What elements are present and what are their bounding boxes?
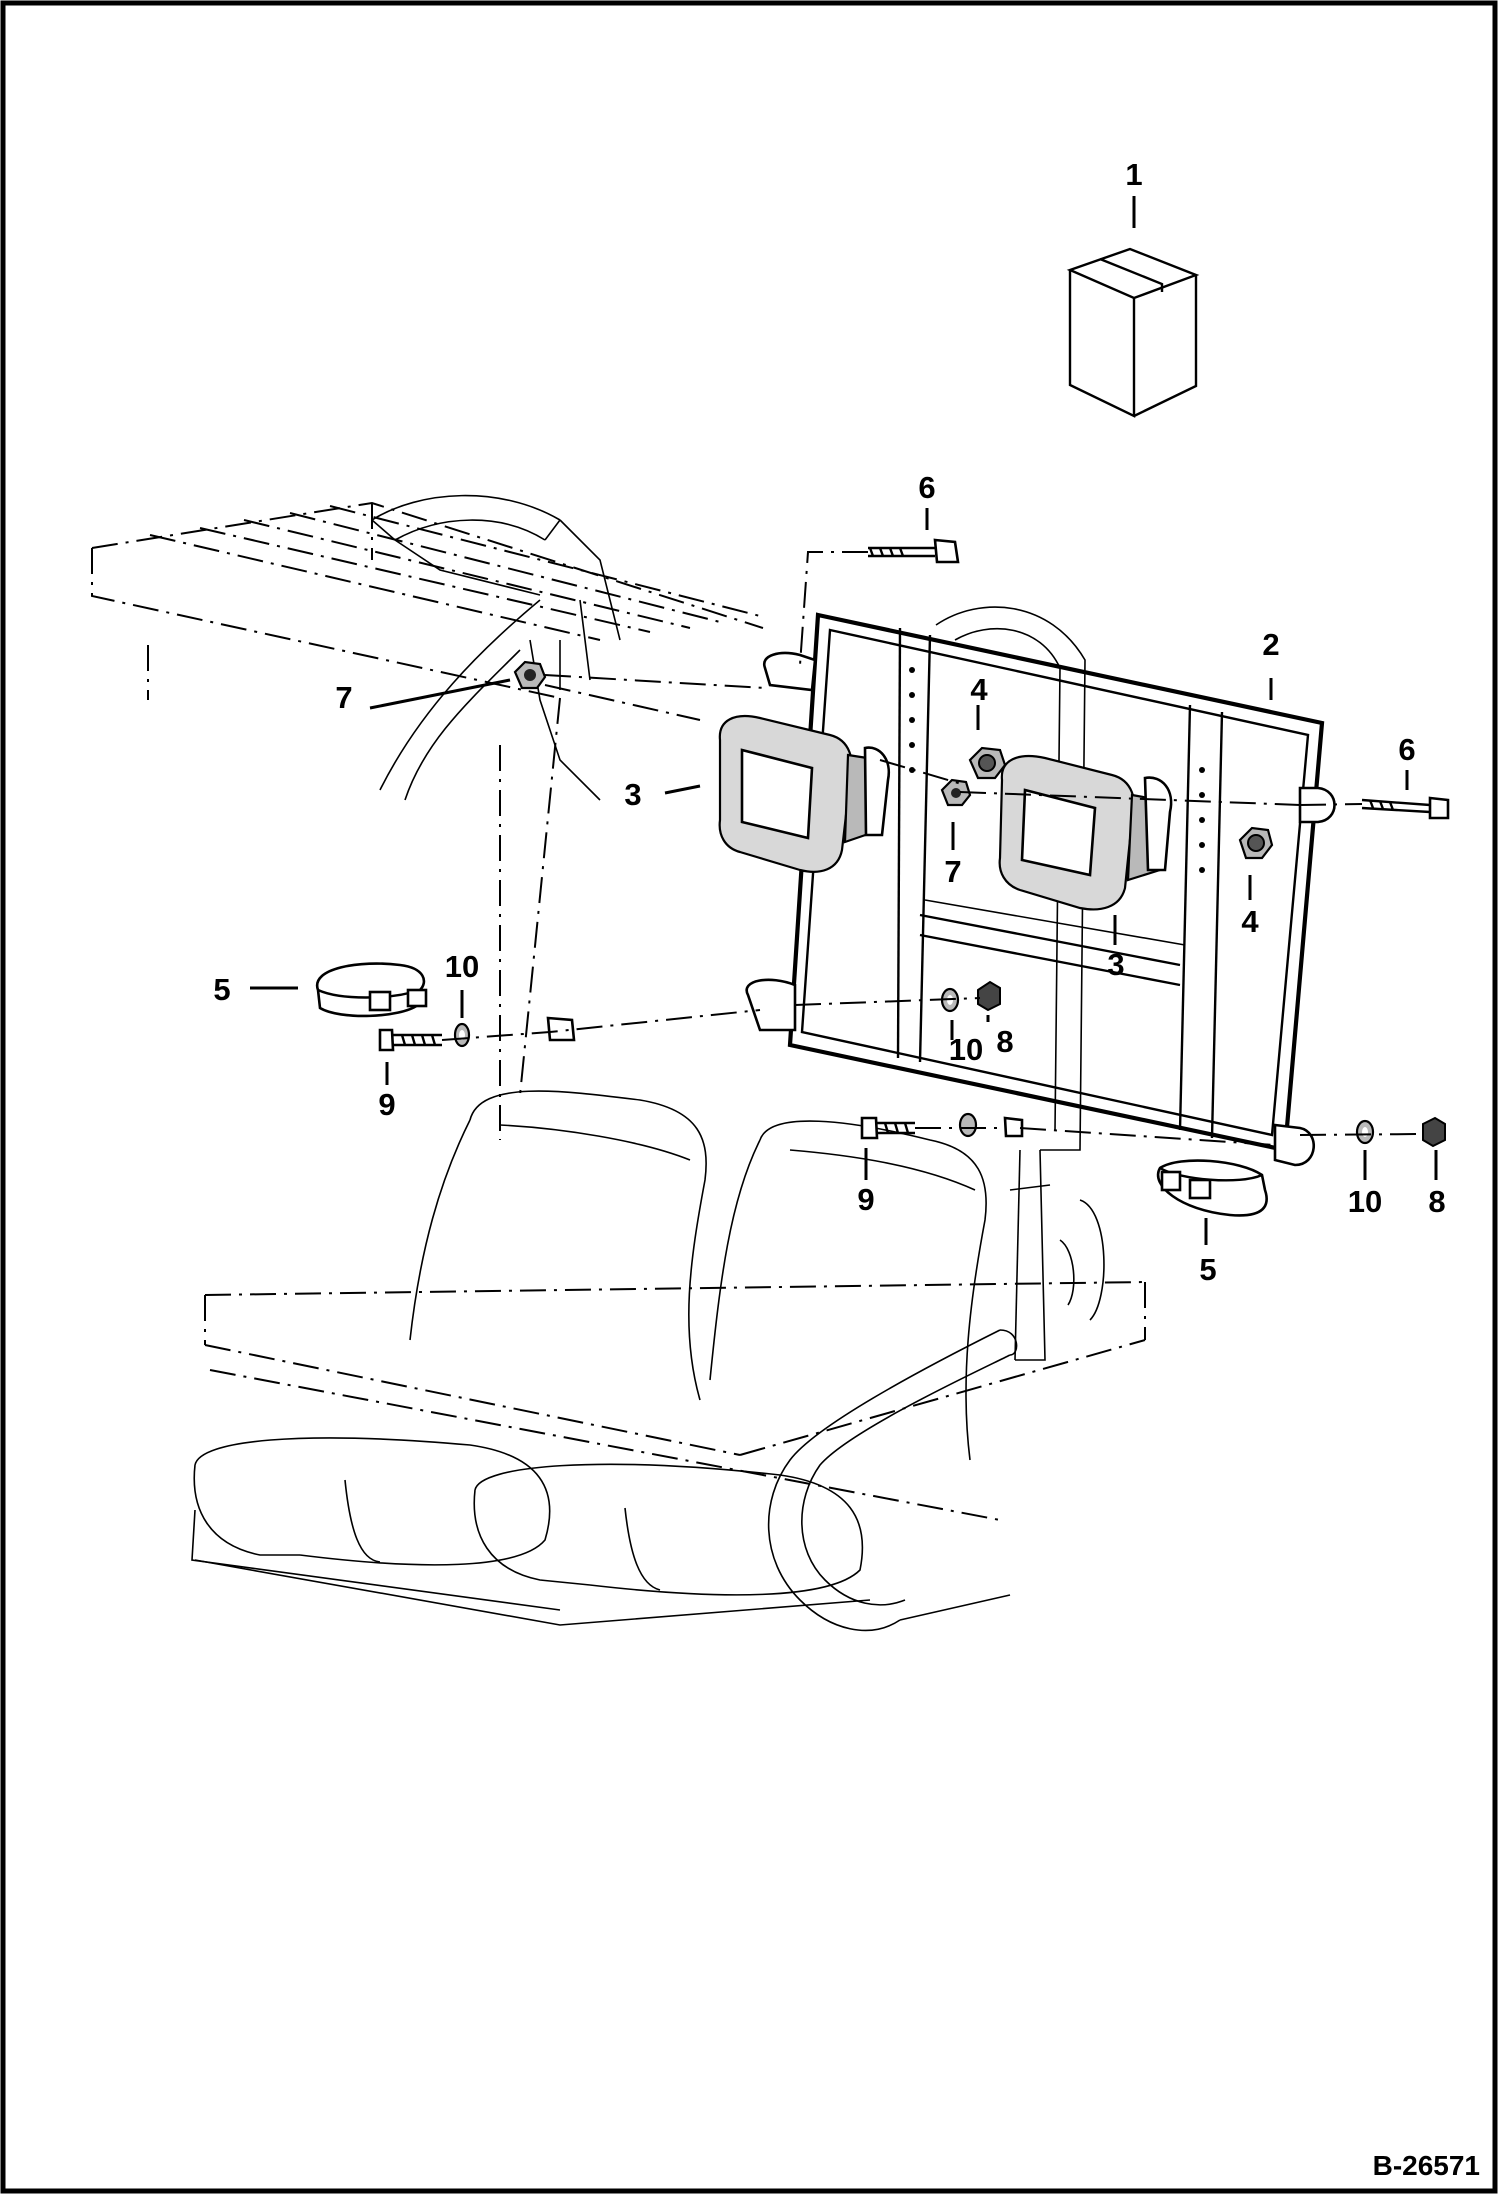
callout-panel: 2 — [1262, 627, 1279, 662]
nut-right — [1422, 1116, 1446, 1148]
callout-washer-left: 10 — [445, 949, 479, 984]
washer-extra — [958, 1112, 978, 1138]
panel-slots — [909, 667, 1205, 873]
callout-nut-right: 8 — [1428, 1184, 1445, 1219]
callout-clamp-left: 5 — [213, 972, 230, 1007]
knob-upper — [968, 746, 1007, 780]
bolt-center — [860, 1116, 915, 1140]
callout-knob-upper: 4 — [970, 672, 988, 707]
callout-washer-mid: 10 — [949, 1032, 983, 1067]
callout-washer-right: 10 — [1348, 1184, 1382, 1219]
bolt-right — [1361, 796, 1450, 820]
figure-id: B-26571 — [1373, 2150, 1480, 2181]
callout-nut-center: 7 — [944, 854, 961, 889]
assembly-lines — [441, 551, 1424, 1146]
callout-bolt-right: 6 — [1398, 732, 1415, 767]
callout-nut-mid: 8 — [996, 1024, 1013, 1059]
washer-left — [453, 1022, 471, 1048]
bolt-top — [868, 538, 960, 564]
callout-bolt-left: 9 — [378, 1087, 395, 1122]
clamp-left — [315, 962, 428, 1018]
callout-clamp-right: 5 — [1199, 1252, 1216, 1287]
seats — [191, 1090, 1105, 1632]
clamp-right — [1156, 1159, 1268, 1217]
callout-kit: 1 — [1125, 157, 1142, 192]
callout-light-right: 3 — [1107, 947, 1124, 982]
callout-knob-right: 4 — [1241, 904, 1259, 939]
panel-tab-bottom-right — [1273, 1123, 1316, 1167]
light-panel — [745, 612, 1336, 1167]
callout-bolt-center: 9 — [857, 1182, 874, 1217]
kit-box — [1066, 247, 1200, 418]
callout-light-left: 3 — [624, 777, 641, 812]
nut-left — [513, 660, 547, 690]
nut-center — [940, 778, 972, 807]
bolt-left — [378, 1028, 442, 1052]
nut-mid — [977, 980, 1001, 1012]
leader-lines — [250, 196, 1438, 1245]
rops-frame — [371, 494, 1086, 1361]
clamp-screw-left — [546, 1016, 576, 1042]
work-light-left — [718, 714, 891, 873]
callout-nut-left: 7 — [335, 680, 352, 715]
callout-labels: 1 2 3 3 4 4 5 5 6 6 7 7 8 8 9 9 10 10 10 — [213, 157, 1445, 1287]
panel-tab-top-left — [762, 651, 817, 692]
cab-frame-outline — [91, 501, 1146, 1521]
knob-right — [1238, 826, 1274, 860]
washer-right — [1355, 1119, 1375, 1145]
work-light-right — [998, 754, 1173, 911]
clamp-screw-right — [1003, 1116, 1024, 1138]
callout-bolt-top: 6 — [918, 470, 935, 505]
panel-tab-bottom-left — [745, 978, 797, 1032]
